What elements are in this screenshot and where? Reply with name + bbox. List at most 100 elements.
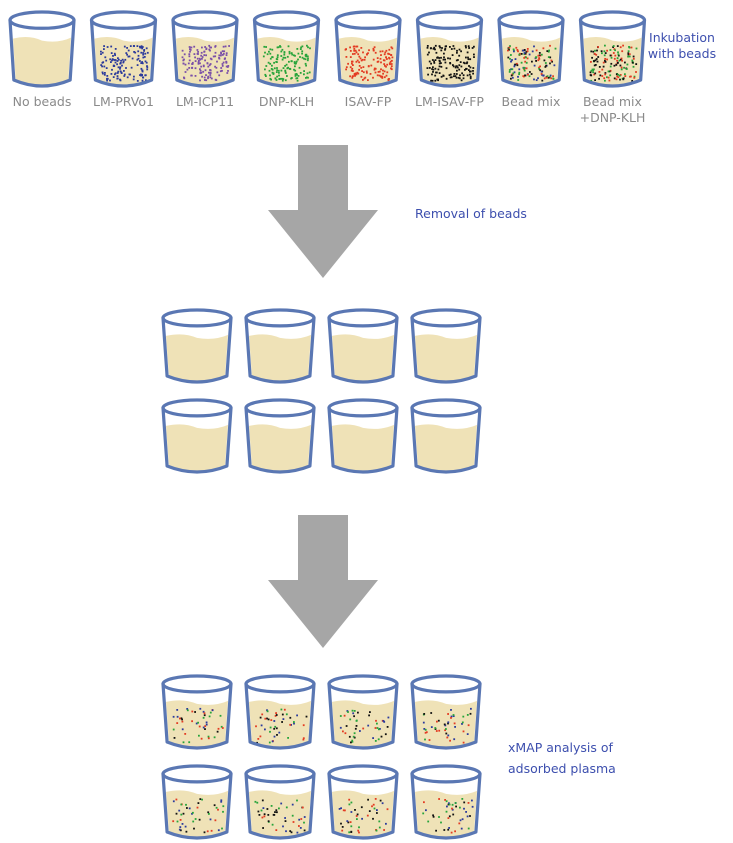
bead [450,709,452,711]
bead [224,57,226,60]
bead [448,827,450,829]
bead [189,50,191,53]
bead [342,730,344,733]
bead [349,718,352,721]
bead [366,814,369,817]
bead [109,58,112,61]
bead [354,49,357,52]
bead [380,735,383,738]
bead [141,79,144,82]
bead [454,802,457,804]
beads [589,44,638,82]
bead [194,56,196,59]
bead [295,60,298,63]
bead [187,62,190,65]
bead [221,65,224,67]
bead [222,805,225,808]
bead [275,809,278,812]
bead [283,51,286,53]
bead [382,72,384,75]
bead [424,731,427,734]
tube [327,308,399,384]
bead [305,55,307,58]
bead [178,809,181,812]
bead [593,60,595,62]
bead [290,831,293,834]
bead [354,727,357,730]
bead [466,61,469,64]
bead [517,75,519,78]
bead [208,813,210,815]
step-label-removal: Removal of beads [415,206,527,221]
bead [207,77,209,80]
bead [614,54,617,57]
bead [263,815,266,818]
bead [284,817,286,819]
bead [512,72,515,75]
bead [547,56,550,58]
tube-wall [244,316,316,384]
bead [461,818,464,821]
bead [627,50,630,53]
bead [604,52,607,54]
bead [103,65,106,68]
bead [360,47,363,49]
bead [617,53,620,56]
bead [344,809,346,812]
bead [376,809,378,811]
bead [446,805,448,808]
bead [226,72,229,74]
bead [594,79,596,81]
bead [280,69,283,72]
bead [188,59,191,62]
bead [440,49,443,52]
tube [327,674,399,750]
bead [470,707,472,710]
bead [386,726,389,728]
tube-wall [497,18,565,88]
bead [208,64,211,67]
bead [209,711,212,714]
tube-rim [161,674,233,694]
bead [278,71,280,74]
bead [136,80,139,82]
bead [269,48,272,51]
bead [351,76,354,79]
bead [437,78,439,81]
bead [374,740,377,742]
bead [198,57,201,60]
bead [538,68,541,70]
tube [161,674,233,750]
bead [261,713,264,716]
bead [105,59,108,62]
bead [104,72,106,74]
bead [630,75,632,78]
bead [269,57,272,60]
tube-wall [161,406,233,474]
tube-rim [161,764,233,784]
bead [423,728,426,730]
bead [617,51,619,54]
bead [516,64,519,67]
bead [352,735,355,738]
bead [469,66,472,69]
bead [604,58,607,60]
bead [271,56,274,59]
bead [286,67,289,70]
bead [287,737,289,739]
bead [223,50,226,53]
bead [273,814,276,816]
tube-wall [415,18,484,88]
bead [140,73,142,76]
bead [194,67,197,70]
bead [438,62,441,65]
tube-wall [244,682,316,750]
bead [518,71,521,74]
bead [101,71,104,74]
bead [510,54,512,56]
bead [514,58,517,60]
bead [431,68,433,70]
bead [289,716,292,719]
bead [462,715,465,718]
tube-wall [327,406,399,474]
